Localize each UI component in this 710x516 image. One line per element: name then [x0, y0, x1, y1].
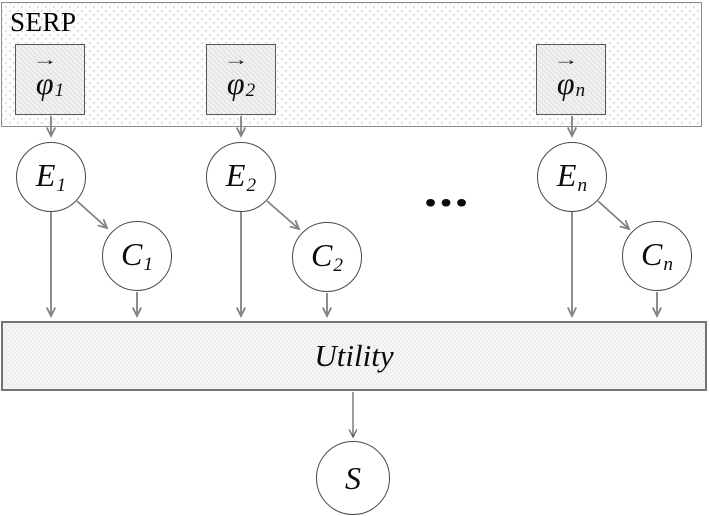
vector-arrow-icon: →: [222, 50, 249, 69]
vector-arrow-icon: →: [552, 50, 579, 69]
arrow-e1-to-c1: [76, 200, 109, 230]
node-phi-2: → φ 2: [206, 44, 276, 115]
node-c-2: C2: [292, 222, 362, 292]
node-phi-2-symbol: φ: [226, 65, 245, 101]
utility-label: Utility: [314, 338, 394, 373]
node-phi-n: → φ n: [536, 44, 606, 115]
node-e-1-subscript: 1: [56, 174, 67, 196]
node-e-2-symbol: E: [225, 157, 246, 194]
serp-label: SERP: [10, 7, 77, 37]
node-e-2-subscript: 2: [246, 174, 257, 196]
node-phi-1: → φ 1: [15, 44, 85, 115]
node-phi-n-symbol: φ: [556, 65, 575, 101]
node-c-1: C1: [102, 221, 172, 291]
node-c-1-subscript: 1: [143, 253, 153, 275]
node-phi-1-subscript: 1: [54, 80, 65, 101]
node-e-n-symbol: E: [556, 157, 577, 194]
node-c-2-subscript: 2: [333, 254, 343, 276]
node-c-n-symbol: C: [641, 236, 663, 273]
node-s-symbol: S: [345, 460, 361, 496]
node-phi-1-symbol: φ: [35, 65, 54, 101]
arrow-e2-to-c2: [266, 200, 301, 231]
vector-arrow-icon: →: [31, 50, 58, 69]
node-c-1-symbol: C: [121, 236, 143, 273]
ellipsis: …: [423, 165, 469, 216]
node-e-1-symbol: E: [35, 157, 56, 194]
node-c-n-subscript: n: [663, 253, 673, 275]
node-e-1: E1: [16, 142, 86, 212]
node-c-2-symbol: C: [311, 237, 333, 274]
node-s: S: [316, 441, 390, 515]
node-phi-n-subscript: n: [575, 80, 586, 101]
node-phi-2-subscript: 2: [245, 80, 256, 101]
utility-bar: Utility: [1, 321, 707, 391]
node-e-n-subscript: n: [577, 174, 588, 196]
node-c-n: Cn: [622, 221, 692, 291]
node-e-n: En: [537, 142, 607, 212]
node-e-2: E2: [206, 142, 276, 212]
arrow-en-to-cn: [597, 200, 631, 231]
